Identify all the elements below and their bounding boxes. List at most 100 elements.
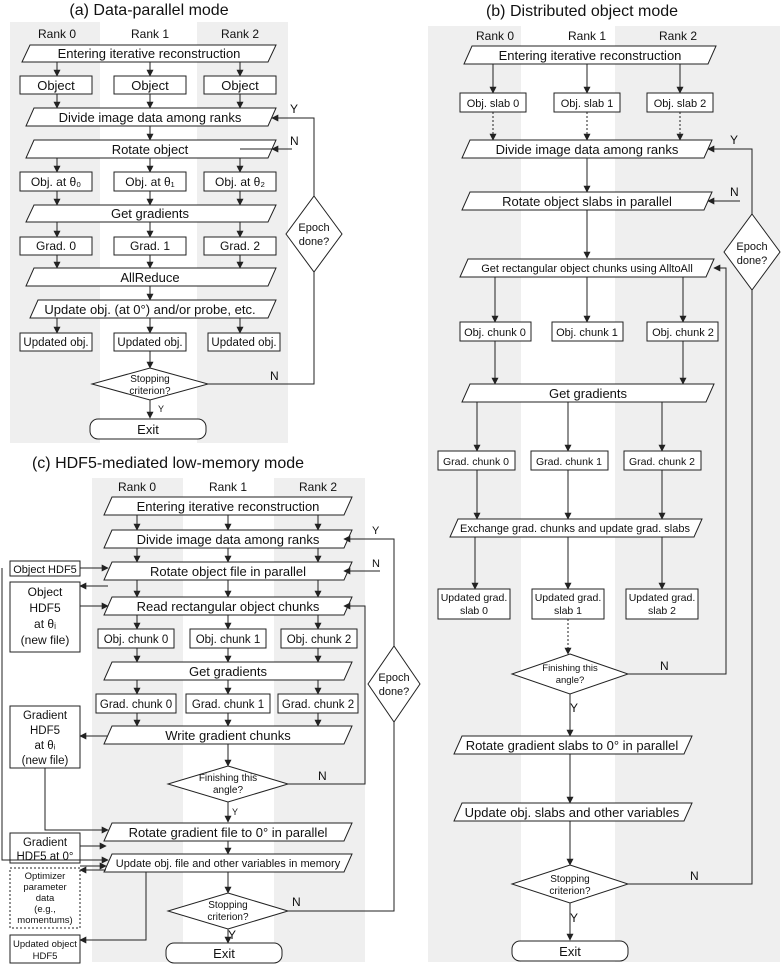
updated-slab-box [625,588,699,620]
optimizer-data-label: momentums) [17,915,72,926]
epoch-label: done? [379,686,410,698]
yes-label: Y [290,102,298,116]
rotate-label: Rotate object slabs in parallel [502,194,672,209]
grad-label: Grad. 0 [36,239,76,253]
rotate-grad-label: Rotate gradient slabs to 0° in parallel [466,738,679,753]
gradient-zero-label: Gradient [23,837,68,849]
slab-label: Obj. slab 2 [654,98,707,110]
exit-box [89,418,207,440]
optimizer-data-label: (e.g., [34,904,56,915]
exit-label: Exit [559,944,581,959]
obj-at-theta-label: Obj. at θ₂ [215,175,265,189]
optimizer-data-label: parameter [23,882,66,893]
updated-object-hdf5-label: Updated object [13,939,77,950]
get-gradients-step [103,661,353,681]
get-gradients-label: Get gradients [549,386,628,401]
object-theta-label: HDF5 [29,601,61,615]
get-gradients-label: Get gradients [111,206,190,221]
grad-chunk-label: Grad. chunk 0 [100,699,172,711]
object-label: Object [37,78,75,93]
finishing-label: Finishing this [542,663,598,674]
rank-label: Rank 2 [659,29,697,43]
divide-label: Divide image data among ranks [496,142,679,157]
object-label: Object [221,78,259,93]
no-label: N [292,895,301,909]
epoch-label: Epoch [298,222,329,234]
rotate-grad-label: Rotate gradient file to 0° in parallel [129,825,328,840]
rank-label: Rank 1 [131,27,169,41]
yes-label: Y [570,911,578,925]
update-step [29,299,277,319]
rotate-grad-step [453,735,693,755]
rotate-step [461,191,713,211]
rank-label: Rank 0 [476,29,514,43]
epoch-label: Epoch [736,241,767,253]
obj-at-theta-label: Obj. at θ₀ [31,175,81,189]
yes-label: Y [232,807,238,817]
updated-obj-box [207,332,281,352]
rank-label: Rank 0 [118,480,156,494]
get-gradients-label: Get gradients [189,664,268,679]
slab-label: Obj. slab 0 [467,98,520,110]
grad-chunk-box [530,450,609,471]
enter-label: Entering iterative reconstruction [499,48,682,63]
updated-slab-label: slab 2 [648,605,676,617]
updated-slab-label: slab 1 [554,605,582,617]
updated-slab-label: Updated grad. [441,592,508,604]
epoch-decision [367,645,421,723]
object-theta-label: (new file) [21,633,70,647]
updated-slab-label: Updated grad. [629,592,696,604]
get-gradients-step [25,204,277,223]
optimizer-data-label: Optimizer [25,871,66,882]
exit-box [511,940,629,962]
grad-box [19,236,93,256]
update-label: Update obj. (at 0°) and/or probe, etc. [44,302,255,317]
exit-box [165,942,283,964]
yes-label: Y [570,701,578,715]
get-gradients-step [461,383,715,403]
updated-slab-label: Updated grad. [535,592,602,604]
object-theta-label: at θᵢ [34,617,56,631]
grad-chunk-label: Grad. chunk 1 [536,456,602,468]
panel-title: (a) Data-parallel mode [69,2,228,19]
updated-object-hdf5-box [9,934,81,964]
grad-chunk-label: Grad. chunk 1 [192,699,264,711]
update-step [453,802,693,822]
rotate-label: Rotate object [112,142,189,157]
stopping-label: criterion? [549,886,591,897]
updated-obj-label: Updated obj. [117,337,182,349]
chunk-box [97,628,175,649]
enter-label: Entering iterative reconstruction [58,46,241,61]
panel-a: (a) Data-parallel mode Rank 0 Rank 1 Ran… [10,2,343,443]
chunk-box [280,628,358,649]
slab-label: Obj. slab 1 [561,98,614,110]
stopping-label: Stopping [208,900,247,911]
stopping-label: criterion? [129,386,171,397]
chunk-label: Obj. chunk 1 [196,634,261,646]
exit-label: Exit [213,946,235,961]
object-theta-label: Object [28,585,63,599]
rank-label: Rank 2 [299,480,337,494]
yes-label: Y [730,133,738,147]
divide-step [25,107,277,127]
updated-slab-box [531,588,605,620]
divide-step [103,529,353,549]
rank-label: Rank 0 [38,27,76,41]
grad-chunk-label: Grad. chunk 0 [443,456,509,468]
exit-label: Exit [137,422,159,437]
allreduce-label: AllReduce [120,270,179,285]
chunk-box [551,321,624,342]
object-hdf5-label: Object HDF5 [13,564,77,576]
grad-chunk-label: Grad. chunk 2 [629,456,695,468]
gradient-theta-box [9,705,81,769]
enter-step [103,496,353,516]
write-step [103,725,353,745]
rank2-lane [274,478,365,962]
rotate-label: Rotate object file in parallel [150,564,306,579]
stopping-decision [166,892,290,930]
panel-title: (b) Distributed object mode [486,3,678,20]
no-label: N [730,185,739,199]
stopping-label: Stopping [130,374,169,385]
object-theta-box [9,581,81,653]
chunk-label: Obj. chunk 2 [652,327,714,339]
